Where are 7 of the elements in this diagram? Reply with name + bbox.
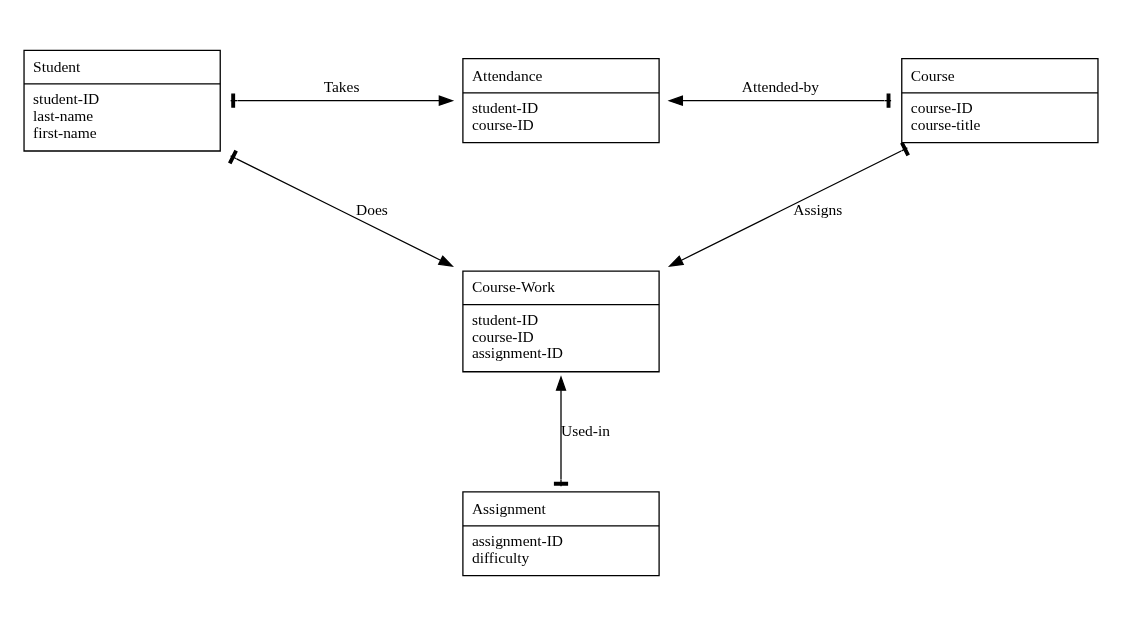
arrow: [667, 141, 910, 267]
arrow: [228, 149, 454, 267]
edge-label: Does: [356, 200, 388, 218]
edge-label: Attended-by: [741, 77, 820, 95]
arrow: [553, 374, 569, 487]
edge-label: Takes: [323, 77, 360, 95]
edge-label: Assigns: [793, 200, 843, 218]
